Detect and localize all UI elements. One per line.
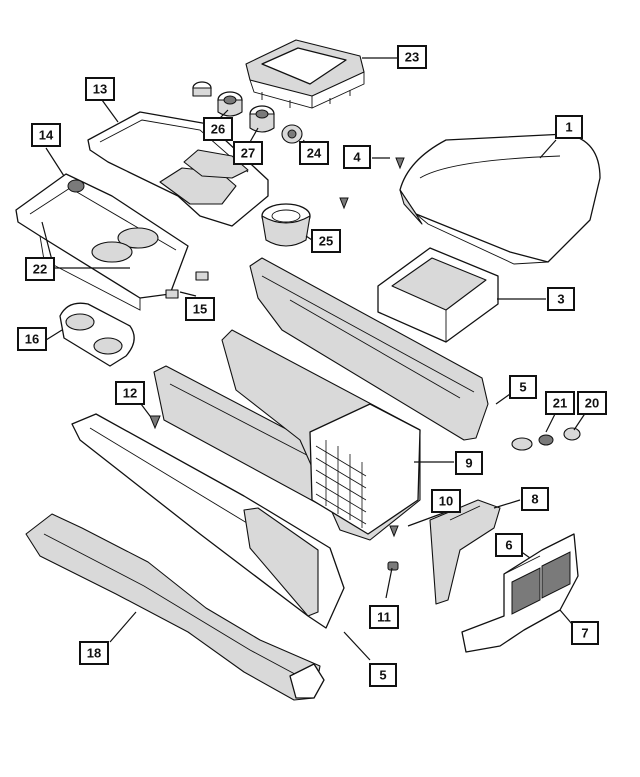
callout-label: 4: [353, 150, 361, 165]
callout-label: 10: [439, 494, 453, 509]
callout-label: 5: [519, 380, 526, 395]
part-shifter-bezel: [245, 39, 365, 109]
part-rear-vent-bezel: [461, 533, 579, 653]
callout-label: 1: [565, 120, 572, 135]
part-side-cover-lower: [71, 413, 345, 629]
callout-10: 10: [431, 489, 461, 513]
callout-label: 8: [531, 492, 538, 507]
callout-24: 24: [299, 141, 329, 165]
part-fasteners: [511, 427, 581, 451]
part-power-outlet-27: [249, 105, 275, 133]
part-cupholder-bezel: [15, 173, 189, 311]
part-armrest-lid: [399, 133, 601, 265]
callout-label: 3: [557, 292, 564, 307]
callout-label: 18: [87, 646, 101, 661]
part-power-outlet-26: [192, 81, 243, 117]
callout-label: 16: [25, 332, 39, 347]
part-storage-tray: [377, 247, 499, 343]
callout-5-lower: 5: [369, 663, 397, 687]
callout-label: 20: [585, 396, 599, 411]
callout-11: 11: [369, 605, 399, 629]
callout-1: 1: [555, 115, 583, 139]
part-clips: [165, 271, 209, 299]
callout-25: 25: [311, 229, 341, 253]
part-screws: [149, 157, 405, 571]
callout-label: 23: [405, 50, 419, 65]
callout-label: 11: [377, 610, 391, 625]
callout-label: 13: [93, 82, 107, 97]
part-cup-insert: [261, 203, 311, 247]
callout-label: 5: [379, 668, 386, 683]
callout-15: 15: [185, 297, 215, 321]
callout-label: 21: [553, 396, 567, 411]
callout-5-upper: 5: [509, 375, 537, 399]
callout-3: 3: [547, 287, 575, 311]
part-outlet-cap: [281, 124, 303, 144]
callout-23: 23: [397, 45, 427, 69]
callout-label: 15: [193, 302, 207, 317]
callout-13: 13: [85, 77, 115, 101]
callout-21: 21: [545, 391, 575, 415]
callout-16: 16: [17, 327, 47, 351]
callout-label: 12: [123, 386, 137, 401]
callout-22: 22: [25, 257, 55, 281]
callout-8: 8: [521, 487, 549, 511]
callout-label: 7: [581, 626, 588, 641]
part-cupholder: [59, 302, 135, 367]
callout-4: 4: [343, 145, 371, 169]
callout-6: 6: [495, 533, 523, 557]
callout-label: 22: [33, 262, 47, 277]
callout-27: 27: [233, 141, 263, 165]
callout-label: 24: [307, 146, 322, 161]
callout-label: 26: [211, 122, 225, 137]
callout-14: 14: [31, 123, 61, 147]
part-air-duct: [25, 513, 325, 701]
callout-label: 25: [319, 234, 333, 249]
callout-label: 6: [505, 538, 512, 553]
callout-label: 27: [241, 146, 255, 161]
part-console-frame: [221, 329, 421, 541]
part-rear-bracket: [429, 499, 501, 605]
callout-20: 20: [577, 391, 607, 415]
callout-label: 9: [465, 456, 472, 471]
callout-12: 12: [115, 381, 145, 405]
callout-7: 7: [571, 621, 599, 645]
part-side-panel-upper: [249, 257, 489, 441]
callout-9: 9: [455, 451, 483, 475]
callout-18: 18: [79, 641, 109, 665]
callout-label: 14: [39, 128, 54, 143]
callout-26: 26: [203, 117, 233, 141]
